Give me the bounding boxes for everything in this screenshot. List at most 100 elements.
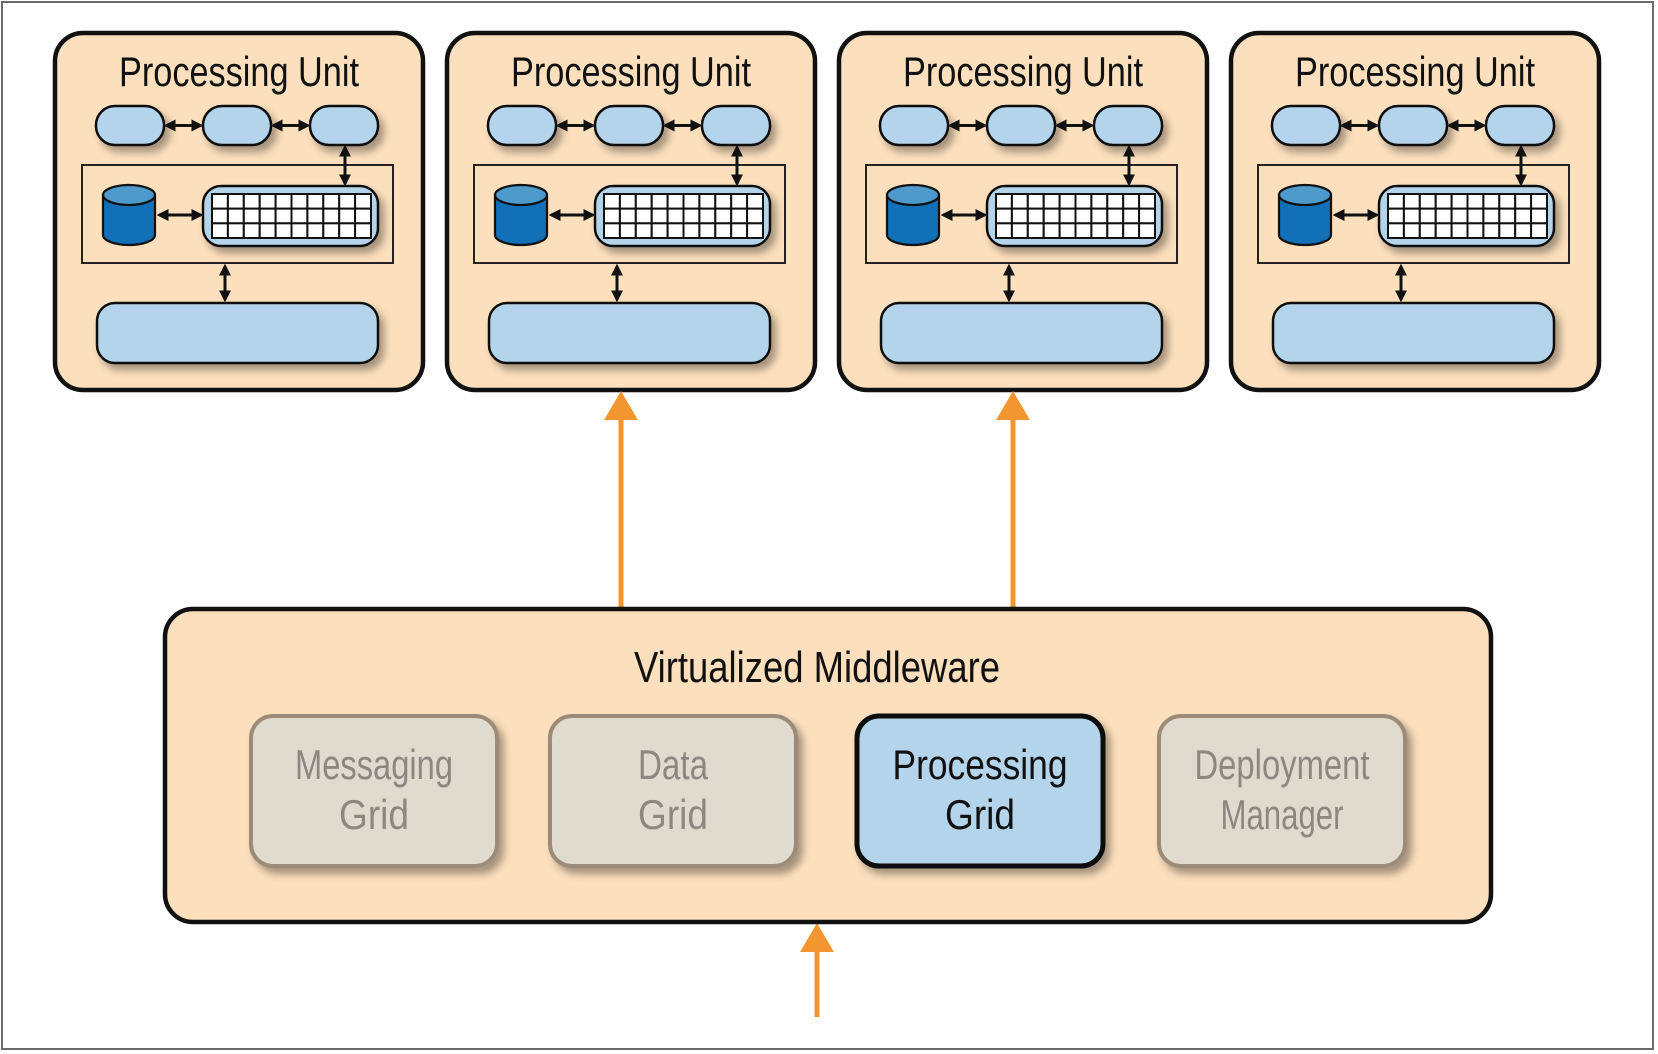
processing-container [865,164,1178,264]
grid-cell [354,193,373,210]
grid-cell [306,207,325,225]
grid-cell [306,222,325,239]
grid-cell [1514,207,1533,225]
processing-unit: Processing Unit [1228,30,1602,393]
processing-unit: Processing Unit [836,30,1210,393]
grid-cell [1387,207,1405,225]
grid-cell [1042,222,1061,239]
grid-cell [338,222,357,239]
service-pill [1484,104,1556,147]
grid-cell [306,193,325,210]
database-body [885,195,941,247]
component-box [854,713,1106,869]
grid-cell [1010,193,1029,210]
runtime-bar [1271,301,1556,365]
grid-cell [226,222,245,239]
grid-cell [650,193,669,210]
incoming-request-arrow-icon [800,923,834,1017]
grid-cell [1466,222,1485,239]
grid-cell [1010,207,1029,225]
grid-cell [322,222,341,239]
service-pill [878,104,950,147]
grid-cell [274,193,293,210]
grid-cell [1530,207,1549,225]
grid-cell [1434,222,1453,239]
grid-cell [603,193,621,210]
grid-cell [1042,193,1061,210]
grid-cell [1514,222,1533,239]
grid-cell [1026,207,1045,225]
dispatch-arrow-icon [604,391,638,609]
grid-cell [242,222,261,239]
database-body [101,195,157,247]
grid-cell [1042,207,1061,225]
grid-cell [1418,207,1437,225]
grid-cell [1138,222,1157,239]
component-label-line2: Manager [1221,791,1344,838]
service-pill [985,104,1057,147]
processing-unit-title: Processing Unit [511,48,751,95]
grid-cell [1074,193,1093,210]
grid-cell [354,207,373,225]
service-pill [1092,104,1164,147]
grid-cell [1387,222,1405,239]
processing-container [473,164,786,264]
grid-cell [1058,207,1077,225]
grid-cell [1106,193,1125,210]
grid-cell [618,207,637,225]
component-label-line2: Grid [638,791,708,838]
grid-cell [1402,207,1421,225]
grid-cell [1498,207,1517,225]
grid-cell [258,193,277,210]
grid-cell [1466,207,1485,225]
processing-container [81,164,394,264]
grid-cell [1402,222,1421,239]
grid-cell [730,207,749,225]
processing-unit: Processing Unit [52,30,426,393]
grid-cell [242,193,261,210]
grid-cell [1498,193,1517,210]
grid-cell [1106,207,1125,225]
service-pill [700,104,772,147]
grid-cell [1058,193,1077,210]
data-grid-cells [1387,193,1549,239]
grid-cell [1090,207,1109,225]
grid-cell [211,207,229,225]
runtime-bar [95,301,380,365]
grid-cell [1090,193,1109,210]
grid-cell [1498,222,1517,239]
grid-cell [1122,207,1141,225]
grid-cell [650,222,669,239]
grid-cell [746,193,765,210]
grid-cell [714,222,733,239]
grid-cell [338,193,357,210]
component-box [1157,714,1407,868]
grid-cell [666,222,685,239]
grid-cell [1026,193,1045,210]
grid-cell [1138,207,1157,225]
grid-cell [274,207,293,225]
grid-cell [650,207,669,225]
middleware-title: Virtualized Middleware [634,643,1000,692]
data-grid-cells [603,193,765,239]
database-icon [101,183,157,247]
grid-cell [730,222,749,239]
grid-cell [698,193,717,210]
data-grid-cells [995,193,1157,239]
grid-cell [682,222,701,239]
virtualized-middleware: Virtualized MiddlewareMessagingGridDataG… [162,606,1494,925]
grid-cell [290,207,309,225]
grid-cell [1450,222,1469,239]
grid-cell [1074,207,1093,225]
service-pill [201,104,273,147]
grid-cell [682,193,701,210]
grid-cell [1482,193,1501,210]
grid-cell [618,193,637,210]
processing-unit-title: Processing Unit [1295,48,1535,95]
grid-cell [714,207,733,225]
service-pill [308,104,380,147]
arrow-head-icon [996,391,1030,420]
grid-cell [746,222,765,239]
grid-cell [698,207,717,225]
